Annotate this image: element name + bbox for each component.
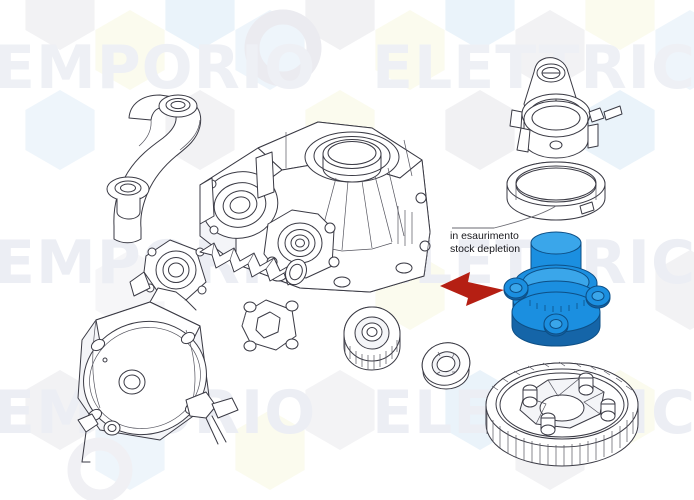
highlight-arrow-icon	[440, 272, 504, 306]
part-ball-bearing	[421, 342, 471, 390]
part-flange-plate	[143, 239, 207, 301]
part-bellows-boot	[129, 242, 307, 297]
part-hub-flange-assembly-highlight	[503, 231, 611, 347]
part-clamp-bracket	[509, 57, 623, 159]
callout-leader-line	[452, 205, 557, 229]
part-toothed-pulley-gear	[485, 361, 639, 467]
callout-line-english: stock depletion	[450, 242, 521, 255]
stock-depletion-callout: in esaurimento stock depletion	[450, 230, 520, 255]
callout-line-italian: in esaurimento	[450, 230, 519, 242]
part-collar-ring	[506, 161, 606, 221]
part-splined-gear	[343, 306, 401, 371]
part-curved-arm	[106, 94, 202, 244]
part-electric-motor	[77, 287, 239, 463]
part-gearbox-housing	[199, 121, 431, 293]
part-bracket-plate	[241, 299, 299, 352]
watermark-emporio-1: EMPORIO	[0, 33, 317, 103]
